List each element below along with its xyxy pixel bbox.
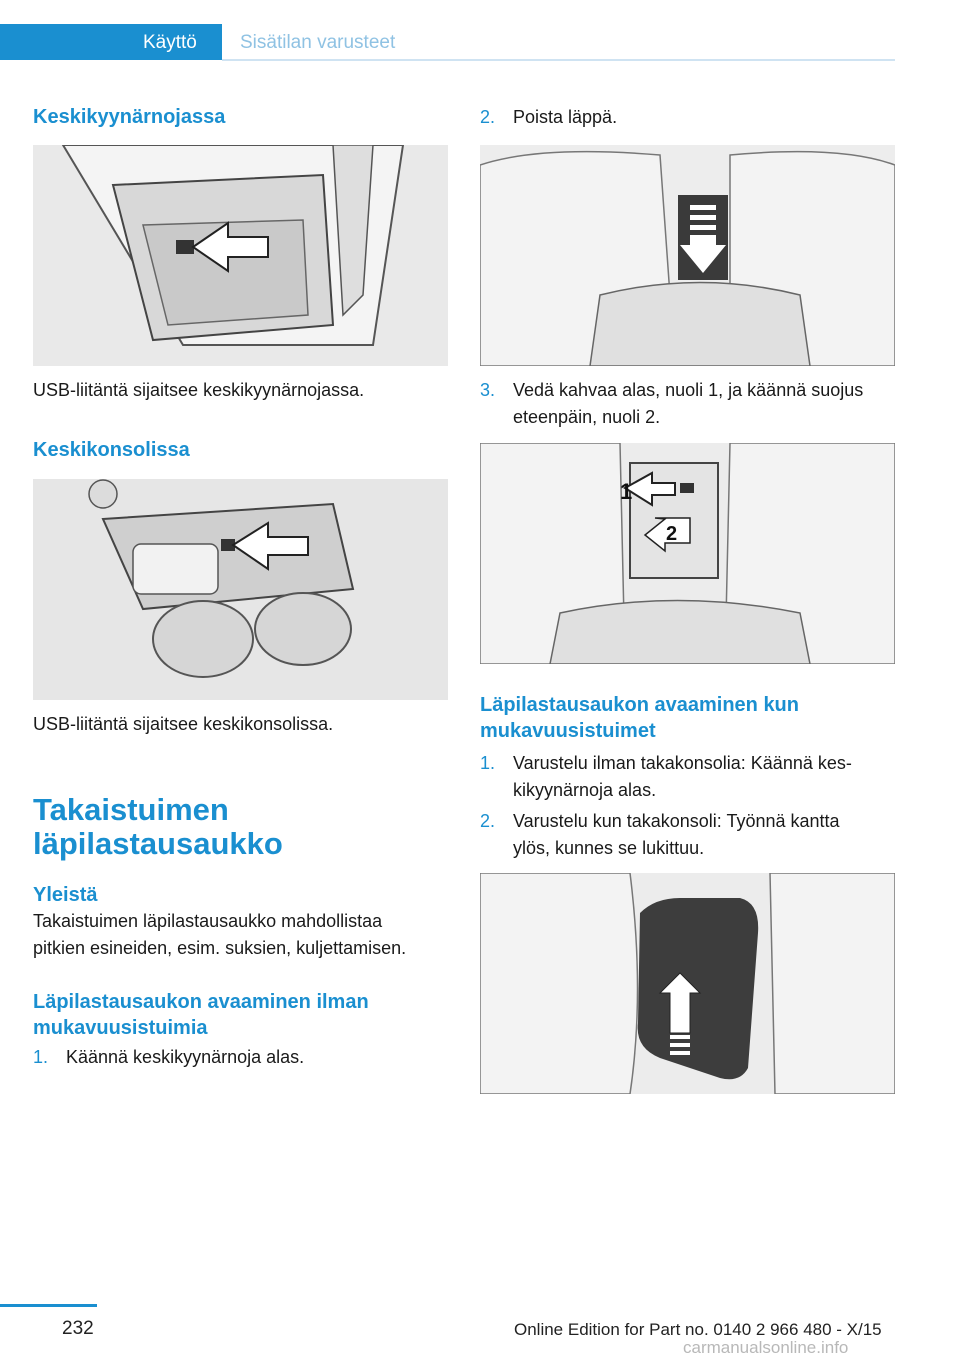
- heading-open-no-comfort: Läpilastausaukon avaaminen ilman mukavuu…: [33, 989, 369, 1041]
- heading-open-comfort-line-2: mukavuusistuimet: [480, 720, 656, 742]
- armrest-usb-image: [33, 145, 448, 366]
- heading-open-comfort-line-1: Läpilastausaukon avaaminen kun: [480, 694, 799, 716]
- step-text: Varustelu ilman takakonsolia: Käännä kes…: [513, 750, 852, 804]
- heading-armrest: Keskikyynärnojassa: [33, 106, 226, 128]
- figure-label-2: 2: [666, 523, 677, 545]
- step-text-line-1: Varustelu ilman takakonsolia: Käännä kes…: [513, 753, 852, 773]
- watermark: carmanualsonline.info: [683, 1338, 849, 1357]
- step-text-line-2: ylös, kunnes se lukittuu.: [513, 838, 705, 858]
- figure-label-1: 1: [620, 479, 632, 504]
- step-text-line-1: Vedä kahvaa alas, nuoli 1, ja käännä suo…: [513, 380, 864, 400]
- caption-console: USB-liitäntä sijaitsee keskikonsolissa.: [33, 714, 334, 734]
- step-number: 2.: [480, 107, 496, 127]
- step-number: 1.: [33, 1047, 49, 1067]
- comfort-seat-cover-image: [480, 873, 895, 1094]
- header-tabs: Käyttö Sisätilan varusteet: [0, 24, 895, 62]
- heading-open-no-comfort-line-1: Läpilastausaukon avaaminen ilman: [33, 991, 369, 1013]
- heading-console: Keskikonsolissa: [33, 439, 190, 461]
- step-text-line-2: eteenpäin, nuoli 2.: [513, 407, 661, 427]
- paragraph-general-line-1: Takaistuimen läpilastausaukko mahdollist…: [33, 911, 383, 931]
- tab-divider: [222, 59, 895, 61]
- step-text-line-1: Varustelu kun takakonsoli: Työnnä kantta: [513, 811, 840, 831]
- heading-open-comfort: Läpilastausaukon avaaminen kun mukavuusi…: [480, 692, 799, 744]
- step-text: Poista läppä.: [513, 107, 618, 127]
- pull-handle-image: 1 2: [480, 443, 895, 664]
- console-usb-image: [33, 479, 448, 700]
- footer-line: [0, 1304, 97, 1307]
- step-number: 2.: [480, 811, 496, 831]
- caption-armrest: USB-liitäntä sijaitsee keskikyynärnojass…: [33, 380, 365, 400]
- tab-kaytto[interactable]: Käyttö: [0, 24, 222, 60]
- heading-open-no-comfort-line-2: mukavuusistuimia: [33, 1017, 208, 1039]
- section-title: Takaistuimen läpilastausaukko: [33, 793, 283, 861]
- step-text: Varustelu kun takakonsoli: Työnnä kantta…: [513, 808, 840, 862]
- step-text-line-2: kikyynärnoja alas.: [513, 780, 657, 800]
- tab-sisatilan-varusteet[interactable]: Sisätilan varusteet: [240, 32, 396, 53]
- section-title-line-2: läpilastausaukko: [33, 826, 283, 861]
- paragraph-general: Takaistuimen läpilastausaukko mahdollist…: [33, 908, 406, 962]
- edition-text: Online Edition for Part no. 0140 2 966 4…: [514, 1320, 882, 1339]
- step-number: 3.: [480, 380, 496, 400]
- paragraph-general-line-2: pitkien esineiden, esim. suksien, kuljet…: [33, 938, 407, 958]
- step-text: Käännä keskikyynärnoja alas.: [66, 1047, 305, 1067]
- heading-general: Yleistä: [33, 884, 98, 906]
- step-number: 1.: [480, 753, 496, 773]
- step-text: Vedä kahvaa alas, nuoli 1, ja käännä suo…: [513, 377, 863, 431]
- remove-flap-image: [480, 145, 895, 366]
- section-title-line-1: Takaistuimen: [33, 792, 229, 827]
- page-number: 232: [62, 1318, 94, 1339]
